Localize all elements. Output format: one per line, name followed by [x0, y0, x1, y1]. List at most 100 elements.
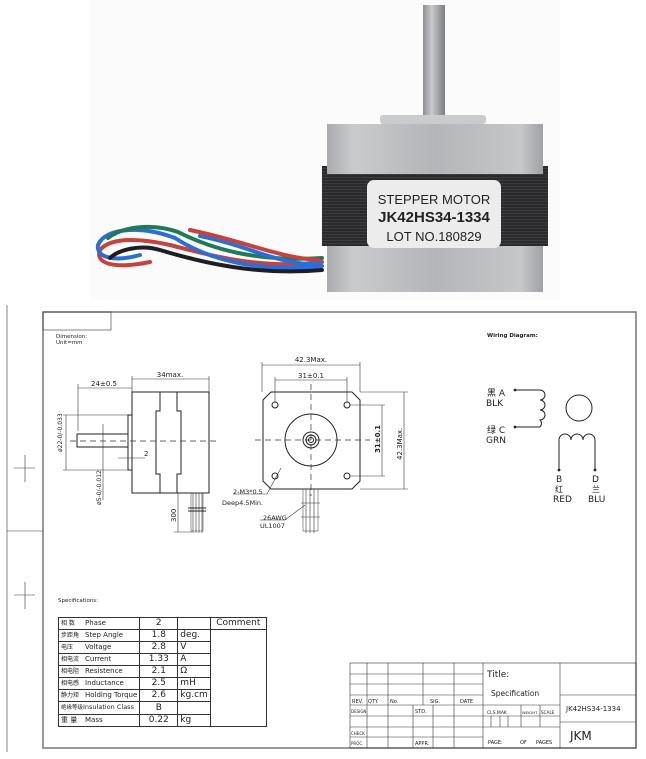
param-en: Holding Torque — [85, 691, 138, 699]
side-view: 24±0.5 34max. ø22-0/-0.033 ø5-0/-0.012 2… — [57, 371, 218, 533]
motor-shaft — [380, 5, 486, 124]
front-view: 42.3Max. 31±0.1 31±0.1 42.3Max. 2-M3*0.5… — [222, 356, 408, 533]
hole-depth-note: Deep4.5Min. — [222, 499, 263, 507]
wiring-title: Wiring Diagram: — [487, 333, 538, 339]
param-cell: 电压 Voltage — [57, 641, 141, 654]
shaft-diameter-dim: ø5-0/-0.012 — [96, 470, 103, 505]
product-photo: STEPPER MOTOR JK42HS34-1334 LOT NO.18082… — [90, 0, 560, 300]
wire-c-cn: 绿 C — [487, 424, 505, 436]
date-label: DATE — [460, 699, 473, 705]
param-cn: 电压 — [61, 644, 74, 651]
param-cell: 绝缘等级Insulation Class — [57, 701, 141, 715]
lead-length-dim: 300 — [170, 509, 178, 522]
wire-gauge-note: 26AWG — [263, 514, 287, 522]
comment-cell — [209, 629, 267, 727]
comment-header: Comment — [209, 617, 267, 630]
wiring-diagram: Wiring Diagram: 黑 A BLK 绿 C GRN B 红 RED … — [486, 333, 605, 505]
sig-label: SIG. — [430, 699, 441, 705]
value-cell: 1.8 — [139, 629, 179, 642]
shaft-length-dim: 24±0.5 — [91, 380, 117, 388]
value-cell: 0.22 — [139, 714, 179, 727]
param-cn: 相电感 — [61, 680, 80, 687]
unit-note: Unit=mm — [56, 340, 83, 346]
param-cell: 相电感 Inductance — [57, 677, 141, 690]
check-label: CHECK — [351, 731, 365, 736]
value-cell: 1.33 — [139, 653, 179, 666]
proc-label: PROC. — [351, 741, 363, 746]
param-en: Phase — [85, 619, 106, 627]
part-number: JK42HS34-1334 — [565, 705, 621, 713]
dimension-note: Dimension: — [56, 334, 87, 340]
value-cell: 2 — [139, 617, 179, 630]
title-label: Title: — [486, 670, 509, 680]
wire-c-color: GRN — [486, 436, 506, 446]
overall-width-dim: 42.3Max. — [295, 356, 327, 364]
wire-d-color: BLU — [588, 495, 605, 505]
unit-cell: V — [177, 641, 211, 654]
label-lot: LOT NO.180829 — [386, 229, 481, 244]
motor-label: STEPPER MOTOR JK42HS34-1334 LOT NO.18082… — [367, 180, 501, 248]
sheet-frame — [6, 305, 637, 752]
wire-b-color: RED — [553, 495, 572, 505]
param-en: Insulation Class — [83, 703, 134, 711]
value-cell: 2.8 — [139, 641, 179, 654]
lead-wires-side — [188, 492, 206, 533]
param-en: Resistence — [85, 667, 123, 675]
company-name: JKM — [569, 729, 592, 743]
hole-spacing-v-dim: 31±0.1 — [374, 425, 382, 453]
unit-cell: A — [177, 653, 211, 666]
unit-cell: deg. — [177, 629, 211, 642]
title-block: REV. QTY. No. SIG. DATE DESIGN STD. CHEC… — [349, 662, 637, 749]
param-en: Inductance — [85, 679, 124, 687]
value-cell: 2.5 — [139, 677, 179, 690]
unit-cell: Ω — [177, 665, 211, 678]
wire-a-color: BLK — [486, 399, 504, 409]
param-cn: 相电流 — [61, 656, 80, 663]
label-title: STEPPER MOTOR — [378, 192, 490, 207]
pages-label: PAGES — [536, 740, 552, 746]
wire-d-cn: 兰 — [592, 484, 600, 494]
boss-diameter-dim: ø22-0/-0.033 — [57, 413, 64, 452]
param-cn: 相 数 — [61, 620, 75, 627]
param-cell: 静力矩 Holding Torque — [57, 689, 141, 702]
table-row: 相 数 Phase 2 Comment — [57, 617, 267, 630]
unit-cell — [177, 617, 211, 630]
no-label: No. — [390, 699, 399, 705]
param-en: Voltage — [85, 643, 112, 651]
wire-a-cn: 黑 A — [487, 388, 506, 399]
table-row: 相电感 Inductance 2.5 mH — [57, 677, 267, 690]
weight-label: WEIGHT — [522, 710, 538, 715]
unit-cell: kg — [177, 714, 211, 727]
value-cell: B — [139, 701, 179, 715]
specifications-title: Specifications: — [58, 598, 98, 604]
rev-label: REV. — [352, 699, 363, 705]
table-row: 电压 Voltage 2.8 V — [57, 641, 267, 654]
unit-cell: kg.cm — [177, 689, 211, 702]
param-en: Current — [85, 655, 112, 663]
param-cn: 静力矩 — [61, 692, 80, 699]
body-length-dim: 34max. — [157, 371, 183, 379]
qty-label: QTY. — [368, 699, 379, 705]
param-en: Mass — [85, 716, 103, 724]
value-cell: 2.6 — [139, 689, 179, 702]
param-cn: 绝缘等级 — [61, 705, 84, 711]
unit-cell: mH — [177, 677, 211, 690]
design-label: DESIGN — [351, 709, 366, 714]
of-label: OF — [520, 740, 527, 746]
unit-cell — [177, 701, 211, 715]
motor-wires — [95, 224, 324, 274]
table-row: 静力矩 Holding Torque 2.6 kg.cm — [57, 689, 267, 702]
value-cell: 2.1 — [139, 665, 179, 678]
wire-b-letter: B — [556, 475, 562, 485]
param-cell: 相 数 Phase — [57, 617, 141, 630]
param-cn: 步距角 — [61, 632, 80, 639]
wire-standard-note: UL1007 — [260, 522, 285, 530]
wire-b-cn: 红 — [555, 484, 563, 494]
overall-height-dim: 42.3Max. — [396, 428, 404, 460]
